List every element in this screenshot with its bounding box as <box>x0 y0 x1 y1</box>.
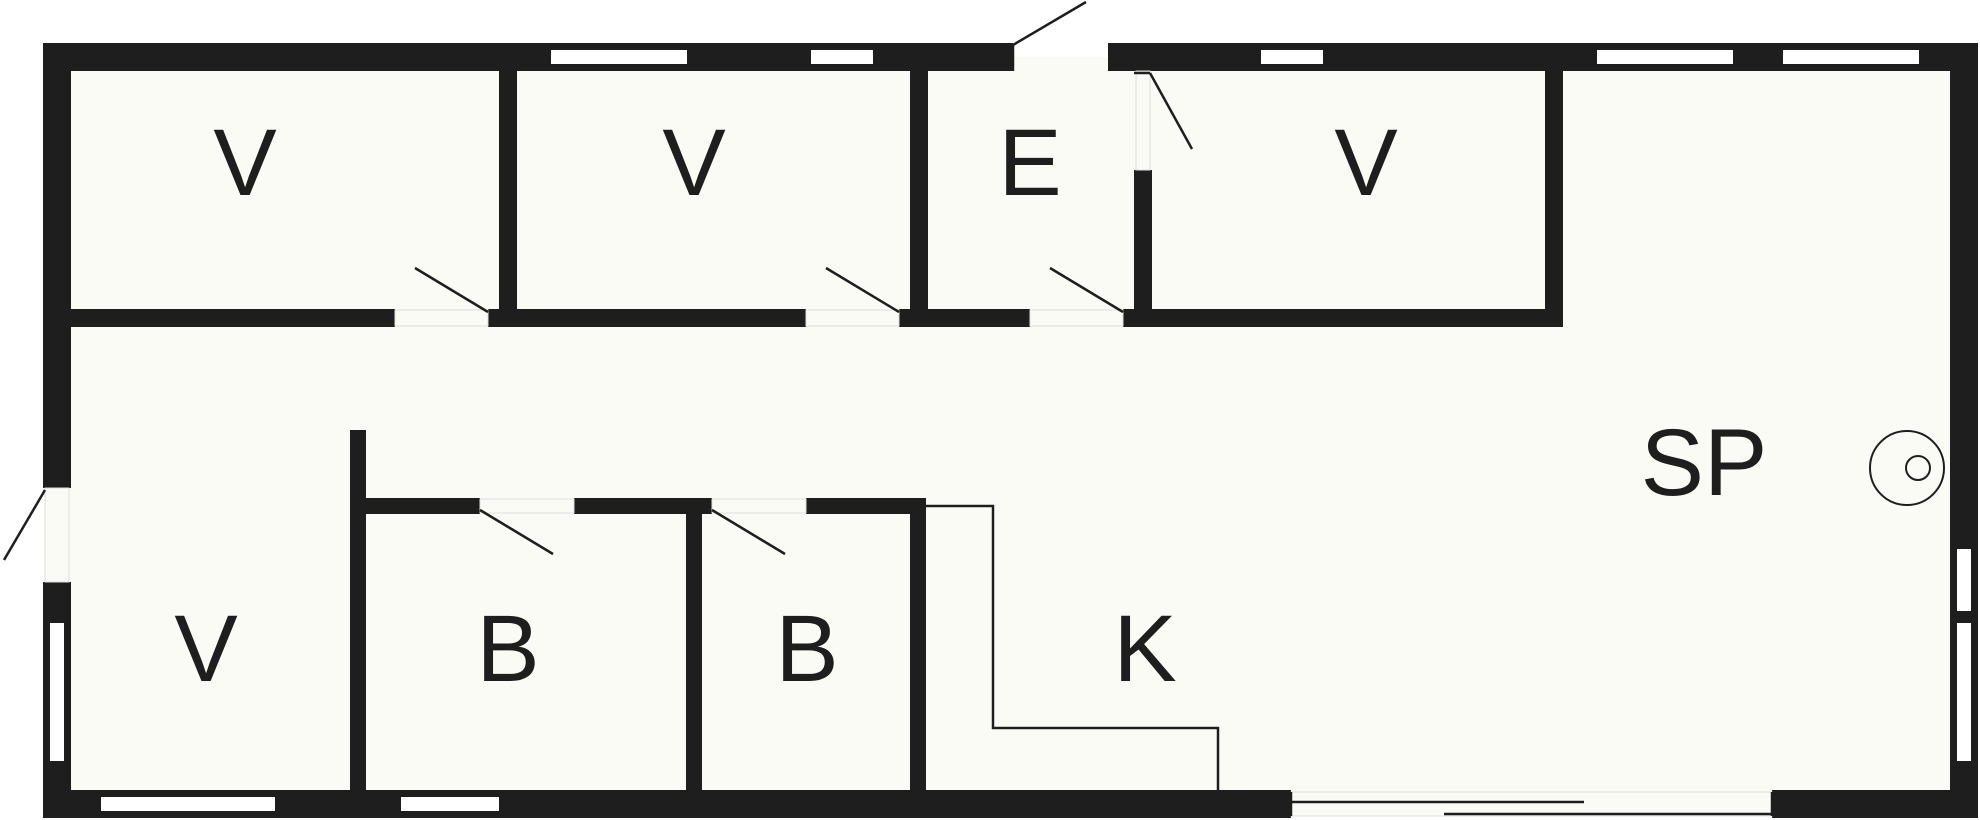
door-leaf <box>825 266 900 314</box>
door-leaf <box>414 266 489 314</box>
kitchen-counter <box>926 504 1220 790</box>
room-label-k: K <box>1113 596 1176 702</box>
room-label-b1: B <box>476 596 539 702</box>
window <box>399 795 501 813</box>
door-leaf <box>711 508 786 556</box>
window <box>1259 48 1325 66</box>
door-leaf <box>1148 72 1194 150</box>
door-leaf <box>2 489 47 561</box>
window <box>1955 621 1973 763</box>
windows <box>48 48 1973 813</box>
window <box>549 48 689 66</box>
window <box>48 621 66 763</box>
window <box>1595 48 1735 66</box>
window <box>1955 547 1973 613</box>
door-leaf <box>1012 0 1087 47</box>
floor-area <box>57 57 1950 792</box>
door-swings <box>2 0 1194 561</box>
room-label-v1: V <box>213 110 276 216</box>
room-label-sp: SP <box>1641 410 1768 516</box>
door-leaf <box>1049 266 1124 314</box>
room-label-v3: V <box>1334 110 1397 216</box>
window <box>809 48 875 66</box>
room-label-v4: V <box>174 596 237 702</box>
room-label-b2: B <box>775 596 838 702</box>
room-label-e: E <box>998 110 1061 216</box>
stove-icon <box>1869 430 1945 506</box>
door-leaf <box>479 508 554 556</box>
interior-walls <box>71 71 1563 790</box>
sliding-door <box>1289 792 1774 816</box>
window <box>1781 48 1921 66</box>
room-label-v2: V <box>662 110 725 216</box>
window <box>99 795 277 813</box>
